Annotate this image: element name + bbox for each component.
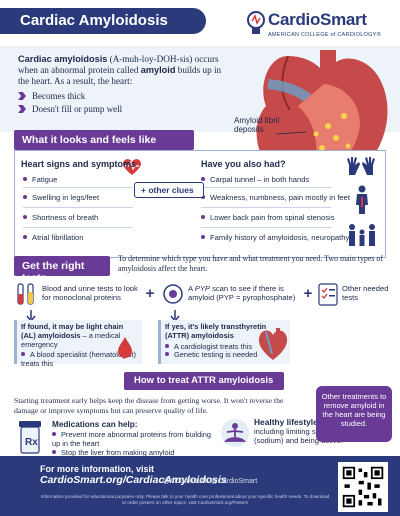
plus-sign: + <box>303 285 313 302</box>
treatment-intro: Starting treatment early helps keep the … <box>14 396 284 415</box>
intro-bullet: Becomes thick <box>18 91 232 102</box>
divider <box>201 227 331 228</box>
list-item: Stop the liver from making amyloid <box>52 448 222 458</box>
list-item: A cardiologist treats this <box>165 342 286 352</box>
divider <box>23 227 133 228</box>
medications-title: Medications can help: <box>52 420 138 429</box>
qr-code[interactable] <box>338 462 388 512</box>
list-item: Swelling in legs/feet <box>23 193 99 202</box>
bullet-dot <box>52 432 56 436</box>
blood-urine-test: Blood and urine tests to look for monocl… <box>42 284 138 302</box>
chevron-icon <box>18 105 26 113</box>
heart-signs-icon <box>123 159 141 175</box>
pyp-scan-test: A PYP scan to see if there is amyloid (P… <box>188 284 296 302</box>
intro-paragraph: Cardiac amyloidosis (A-muh-loy-DOH-sis) … <box>18 54 232 115</box>
bullet-dot <box>23 235 27 239</box>
list-item: Genetic testing is needed <box>165 350 286 360</box>
divider <box>23 187 133 188</box>
list-item: Fatigue <box>23 175 57 184</box>
cardiosmart-link[interactable]: CardioSmart.org/CardiacAmyloidosis <box>40 474 227 486</box>
bullet-dot <box>201 177 205 181</box>
bulb-icon <box>247 11 265 34</box>
figure-icon <box>356 185 368 214</box>
other-treatments-box: Other treatments to remove amyloid in th… <box>316 386 392 442</box>
section-tab-looks-feels: What it looks and feels like <box>14 130 194 150</box>
section-tab-treat: How to treat ATTR amyloidosis <box>124 372 284 390</box>
brand-subtitle: AMERICAN COLLEGE of CARDIOLOGY® <box>268 32 381 38</box>
attr-heading: If yes, it's likely transthyretin (ATTR)… <box>165 322 267 340</box>
heart-signs-title: Heart signs and symptoms <box>21 159 137 169</box>
list-item: A blood specialist (hematologist) treats… <box>21 350 136 369</box>
divider <box>201 207 331 208</box>
term-cardiac-amyloidosis: Cardiac amyloidosis <box>18 54 108 64</box>
list-item: Carpal tunnel – in both hands <box>201 175 309 184</box>
intro-pronunciation: (A-muh-loy-DOH-sis) occurs when an abnor… <box>18 54 219 75</box>
section-tab-tests: Get the right tests <box>14 256 110 284</box>
also-had-title: Have you also had? <box>201 159 286 169</box>
family-icon <box>349 224 375 246</box>
bullet-dot <box>21 352 25 357</box>
list-item: Family history of amyloidosis, neuropath… <box>201 233 349 242</box>
divider <box>201 187 331 188</box>
list-item: Prevent more abnormal proteins from buil… <box>52 430 211 448</box>
bullet-dot <box>52 450 56 454</box>
brand-name: CardioSmart <box>268 10 367 29</box>
bullet-dot <box>165 343 169 348</box>
heart-label: Amyloid fibril deposits <box>234 116 280 134</box>
term-amyloid: amyloid <box>140 65 176 75</box>
meditation-icon <box>221 419 249 447</box>
scan-icon <box>163 284 183 304</box>
intro-bullet: Doesn't fill or pump well <box>18 104 232 115</box>
blood-drop-icon <box>118 337 132 358</box>
plus-sign: + <box>145 285 155 302</box>
bullet-dot <box>23 215 27 219</box>
al-amyloidosis-box: If found, it may be light chain (AL) amy… <box>14 320 142 368</box>
other-tests: Other needed tests <box>342 284 389 302</box>
disclaimer: Information provided for educational pur… <box>40 494 330 505</box>
symptoms-box: Heart signs and symptoms Fatigue Swellin… <box>14 150 386 258</box>
list-item: Atrial fibrillation <box>23 233 84 242</box>
checklist-icon <box>318 283 338 306</box>
bullet-dot <box>201 215 205 219</box>
bullet-dot <box>201 235 205 239</box>
list-item: Shortness of breath <box>23 213 98 222</box>
bullet-dot <box>165 352 169 357</box>
other-clues-label: + other clues <box>134 182 204 198</box>
test-tube-icon <box>17 283 34 305</box>
footer-band <box>0 456 400 516</box>
bullet-dot <box>23 195 27 199</box>
bullet-dot <box>23 177 27 181</box>
attr-amyloidosis-box: If yes, it's likely transthyretin (ATTR)… <box>158 320 290 364</box>
social-handles: @ACCinTouch @CardioSmart <box>162 478 258 485</box>
al-heading: If found, it may be light chain (AL) amy… <box>21 322 124 349</box>
page-title: Cardiac Amyloidosis <box>0 8 206 34</box>
more-info-line: For more information, visit CardioSmart.… <box>40 464 227 486</box>
cardiosmart-logo[interactable]: CardioSmart AMERICAN COLLEGE of CARDIOLO… <box>246 8 396 42</box>
intro-rest: builds up in the heart. As a result, the… <box>18 65 222 86</box>
heart-small-icon <box>258 328 288 360</box>
hands-icon <box>347 157 375 175</box>
chevron-icon <box>18 92 26 100</box>
list-item: Weakness, numbness, pain mostly in feet <box>201 193 350 202</box>
tests-intro: To determine which type you have and wha… <box>118 254 383 273</box>
list-item: Lower back pain from spinal stenosis <box>201 213 335 222</box>
svg-text:Rx: Rx <box>25 437 38 448</box>
healthy-lifestyle: Healthy lifestyle,including limiting sal… <box>254 417 344 446</box>
pill-bottle-icon: Rx <box>19 421 41 454</box>
divider <box>23 207 133 208</box>
